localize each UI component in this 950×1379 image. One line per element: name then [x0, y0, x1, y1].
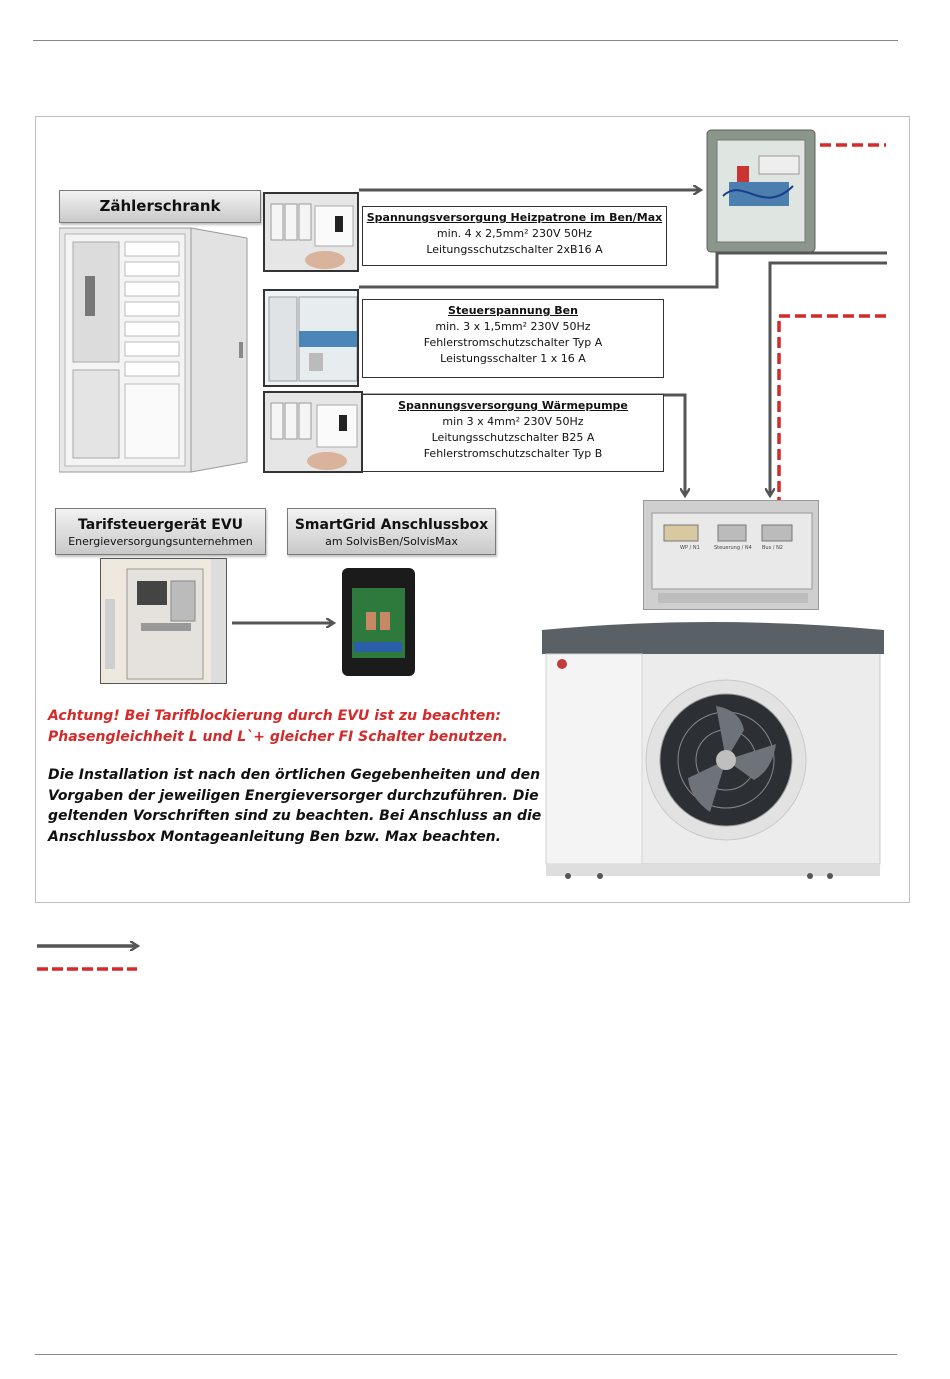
box-steuerspannung: Steuerspannung Ben min. 3 x 1,5mm² 230V …	[362, 299, 664, 378]
instructions-line-2: Vorgaben der jeweiligen Energieversorger…	[48, 786, 541, 807]
box-heizpatrone-line2: Leitungsschutzschalter 2xB16 A	[363, 242, 666, 258]
box-waermepumpe-line1: min 3 x 4mm² 230V 50Hz	[363, 414, 663, 430]
header-zaehlerschrank-title: Zählerschrank	[60, 196, 260, 216]
box-waermepumpe: Spannungsversorgung Wärmepumpe min 3 x 4…	[362, 394, 664, 472]
box-steuerspannung-line1: min. 3 x 1,5mm² 230V 50Hz	[363, 319, 663, 335]
box-steuerspannung-line3: Leistungsschalter 1 x 16 A	[363, 351, 663, 367]
header-smartgrid-title: SmartGrid Anschlussbox	[288, 515, 495, 535]
warning-line-1: Achtung! Bei Tarifblockierung durch EVU …	[48, 706, 508, 727]
header-smartgrid: SmartGrid Anschlussbox am SolvisBen/Solv…	[287, 508, 496, 555]
warning-note: Achtung! Bei Tarifblockierung durch EVU …	[48, 706, 508, 747]
instructions-line-3: geltenden Vorschriften sind zu beachten.…	[48, 806, 541, 827]
box-waermepumpe-title: Spannungsversorgung Wärmepumpe	[363, 398, 663, 414]
red-dashed-bus	[779, 316, 886, 500]
header-smartgrid-subtitle: am SolvisBen/SolvisMax	[288, 535, 495, 549]
arrow-steuer-terminal	[770, 263, 887, 495]
instructions-line-4: Anschlussbox Montageanleitung Ben bzw. M…	[48, 827, 541, 848]
box-heizpatrone: Spannungsversorgung Heizpatrone im Ben/M…	[362, 206, 667, 266]
header-tarif-title: Tarifsteuergerät EVU	[56, 515, 265, 535]
box-heizpatrone-title: Spannungsversorgung Heizpatrone im Ben/M…	[363, 210, 666, 226]
header-tarifsteuergeraet: Tarifsteuergerät EVU Energieversorgungsu…	[55, 508, 266, 555]
box-waermepumpe-line2: Leitungsschutzschalter B25 A	[363, 430, 663, 446]
box-steuerspannung-title: Steuerspannung Ben	[363, 303, 663, 319]
box-waermepumpe-line3: Fehlerstromschutzschalter Typ B	[363, 446, 663, 462]
warning-line-2: Phasengleichheit L und L`+ gleicher FI S…	[48, 727, 508, 748]
box-heizpatrone-line1: min. 4 x 2,5mm² 230V 50Hz	[363, 226, 666, 242]
instructions-line-1: Die Installation ist nach den örtlichen …	[48, 765, 541, 786]
header-zaehlerschrank: Zählerschrank	[59, 190, 261, 223]
header-tarif-subtitle: Energieversorgungsunternehmen	[56, 535, 265, 549]
installation-note: Die Installation ist nach den örtlichen …	[48, 765, 541, 847]
box-steuerspannung-line2: Fehlerstromschutzschalter Typ A	[363, 335, 663, 351]
